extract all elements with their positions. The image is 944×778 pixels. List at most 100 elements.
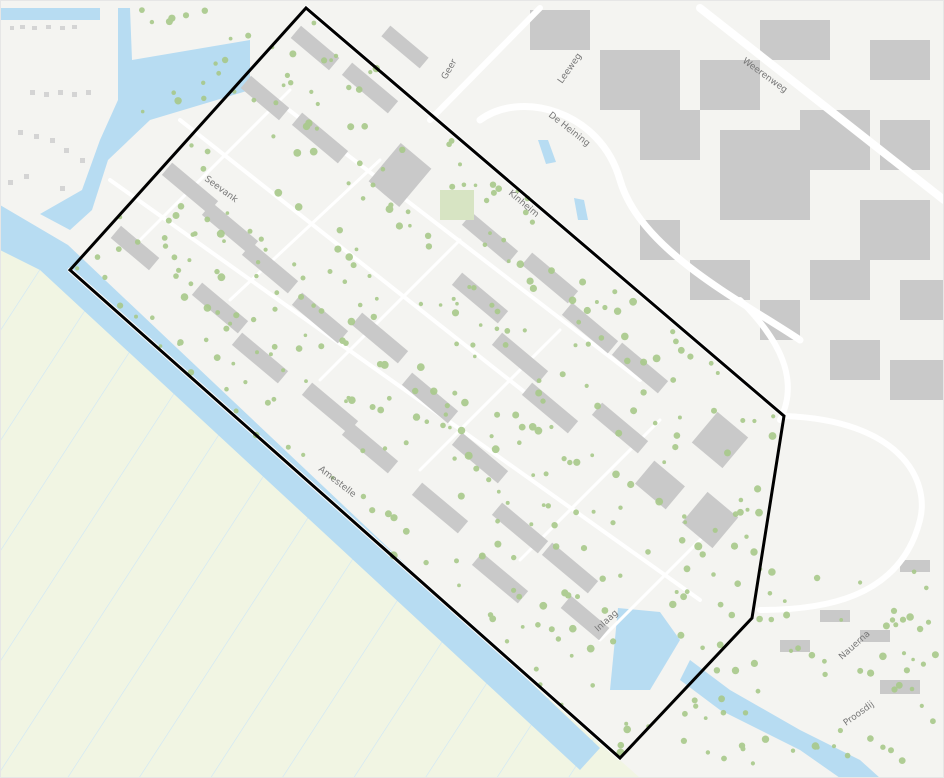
tree — [575, 594, 580, 600]
tree — [555, 636, 562, 642]
tree — [264, 399, 271, 406]
tree — [271, 134, 276, 139]
tree — [599, 575, 606, 582]
tree — [742, 710, 749, 716]
tree — [576, 319, 582, 325]
tree — [464, 451, 473, 460]
tree — [680, 737, 688, 745]
tree — [346, 84, 352, 91]
tree — [889, 617, 896, 623]
tree — [813, 574, 821, 582]
tree — [899, 616, 907, 623]
tree — [501, 237, 507, 243]
tree — [274, 188, 283, 197]
tree — [94, 254, 101, 260]
tree — [467, 285, 472, 289]
tree — [718, 695, 725, 703]
tree — [201, 7, 208, 14]
tree — [321, 57, 328, 64]
tree — [495, 518, 500, 524]
tree — [916, 625, 924, 633]
tree — [203, 337, 209, 343]
tree — [250, 316, 257, 323]
tree — [516, 260, 525, 269]
tree — [699, 551, 706, 558]
tree — [231, 361, 236, 366]
tree — [715, 371, 720, 375]
tree — [355, 86, 363, 93]
tree — [454, 341, 459, 347]
tree — [602, 304, 608, 311]
tree — [724, 449, 731, 457]
tree — [919, 703, 924, 709]
tree — [360, 448, 366, 454]
tree — [573, 458, 581, 466]
tree — [494, 411, 501, 418]
tree — [213, 354, 221, 361]
tree — [502, 342, 509, 348]
residential-east — [780, 560, 930, 694]
tree — [177, 203, 185, 210]
tree — [367, 274, 372, 278]
tree — [233, 312, 240, 319]
tree — [225, 211, 230, 215]
tree — [687, 353, 694, 360]
tree — [740, 418, 746, 423]
tree — [342, 279, 348, 285]
tree — [408, 223, 412, 228]
tree — [755, 508, 763, 517]
tree — [730, 542, 739, 550]
tree — [516, 593, 523, 600]
tree — [640, 358, 648, 366]
tree — [384, 510, 392, 518]
tree — [486, 477, 492, 483]
tree — [528, 423, 537, 431]
tree — [449, 183, 456, 190]
tree — [670, 329, 676, 335]
tree — [561, 456, 567, 462]
tree — [898, 757, 906, 764]
tree — [551, 522, 558, 529]
study-area-boundary[interactable] — [67, 5, 786, 761]
tree — [705, 750, 711, 755]
tree — [858, 580, 863, 585]
tree — [187, 258, 192, 263]
tree — [623, 725, 631, 734]
tree — [630, 407, 638, 415]
tree — [890, 607, 898, 615]
tree — [318, 308, 325, 314]
tree — [721, 755, 727, 762]
tree — [314, 126, 319, 131]
tree — [594, 402, 601, 410]
tree — [140, 109, 145, 114]
tree — [173, 273, 179, 279]
tree — [395, 222, 403, 230]
tree — [645, 549, 651, 555]
tree — [895, 681, 903, 689]
tree — [75, 266, 80, 271]
tree — [652, 354, 661, 363]
tree — [561, 589, 569, 597]
tree — [491, 445, 500, 454]
tree — [424, 232, 432, 239]
tree — [548, 626, 555, 633]
tree — [457, 492, 465, 500]
tree — [618, 573, 623, 578]
tree — [520, 625, 525, 629]
tree — [585, 341, 591, 347]
tree — [224, 386, 229, 392]
tree — [584, 383, 589, 388]
tree — [618, 505, 623, 510]
tree — [295, 345, 303, 352]
tree — [678, 537, 686, 544]
tree — [731, 666, 740, 675]
tree — [930, 718, 936, 725]
tree — [761, 735, 770, 743]
tree — [540, 398, 546, 404]
tree — [750, 659, 759, 668]
tree — [867, 669, 875, 677]
tree — [451, 309, 460, 317]
tree — [906, 613, 914, 621]
tree — [518, 423, 526, 431]
